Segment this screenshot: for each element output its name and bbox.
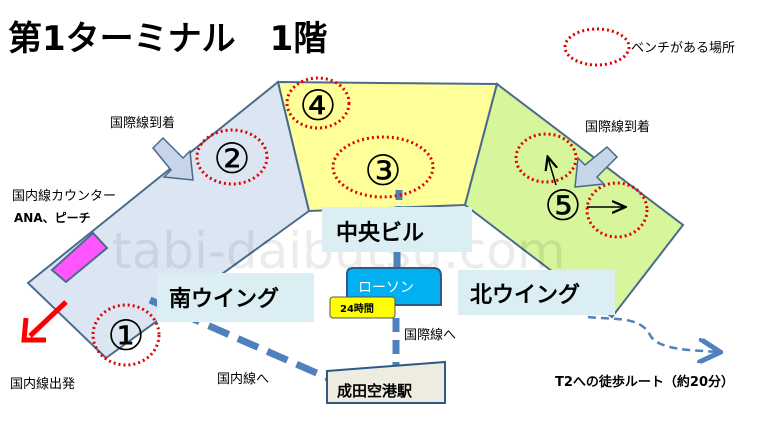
bench-area-3 [331,135,435,199]
lawson-store [346,267,442,306]
to-domestic-label: 国内線へ [217,371,269,387]
domestic-departure-arrow-icon [21,300,68,343]
hours-badge-label: 24時間 [340,302,374,315]
domestic-counter-marker [50,231,109,284]
domestic-departure-label: 国内線出発 [10,376,75,392]
legend-label: ベンチがある場所 [631,41,735,56]
lawson-label: ローソン [358,280,414,296]
to-international-label: 国際線へ [404,327,456,343]
marker-2: ② [213,134,251,183]
intl-arrival-label-right: 国際線到着 [585,119,650,135]
walk-to-t2-label: T2への徒歩ルート（約20分） [555,374,734,390]
bench-markers [91,76,649,367]
narita-station [326,360,446,404]
marker-1: ① [107,311,145,360]
station-label: 成田空港駅 [337,382,413,400]
bench-legend-icon [563,27,631,67]
domestic-airlines-label: ANA、ピーチ [14,211,91,225]
marker-4: ④ [299,81,337,130]
page-title: 第1ターミナル 1階 [8,19,327,59]
south-wing-label: 南ウイング [169,286,279,312]
marker-3: ③ [364,146,402,195]
marker-5: ⑤ [544,181,582,230]
bench-area-2 [195,128,269,186]
bench-area-4 [285,76,351,130]
hours-badge [329,296,396,319]
central-building-label-box [322,207,472,252]
route-to-t2 [587,315,718,352]
bench-area-5a [514,132,578,184]
bench-area-1 [91,303,161,367]
arrow-to-5a-icon [548,158,556,186]
north-wing-area [463,82,685,319]
central-building-label: 中央ビル [336,220,424,246]
intl-arrival-arrow-left-icon [151,136,194,181]
legend: ベンチがある場所 [563,27,735,67]
intl-arrival-arrow-right-icon [574,145,619,188]
north-wing-label-box [458,270,615,315]
domestic-counter-label: 国内線カウンター [12,188,116,204]
south-wing-label-box [157,273,314,322]
intl-arrival-label-left: 国際線到着 [110,115,175,131]
north-wing-label: 北ウイング [470,282,580,308]
bench-area-5b [585,181,649,239]
